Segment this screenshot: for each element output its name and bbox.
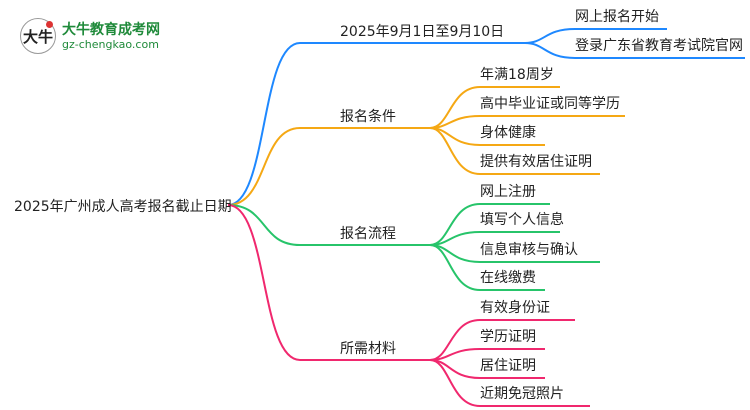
branch-connector [227,204,430,361]
logo: 大牛 大牛教育成考网 gz-chengkao.com [20,18,160,54]
logo-icon: 大牛 [20,18,56,54]
leaf-node: 提供有效居住证明 [480,154,592,170]
logo-mark-text: 大牛 [22,27,53,46]
leaf-node: 近期免冠照片 [480,386,564,402]
leaf-connector [429,86,560,129]
leaf-node: 高中毕业证或同等学历 [480,96,620,112]
branch-node: 2025年9月1日至9月10日 [340,24,505,40]
branch-node: 报名流程 [340,226,396,242]
leaf-node: 身体健康 [480,125,536,141]
leaf-connector [429,127,600,175]
leaf-node: 网上报名开始 [575,9,659,25]
leaf-node: 年满18周岁 [480,67,554,83]
leaf-node: 信息审核与确认 [480,242,578,258]
leaf-node: 填写个人信息 [480,212,564,228]
branch-connector [227,204,430,246]
branch-connector [227,127,430,206]
branch-node: 报名条件 [340,109,396,125]
leaf-connector [429,319,575,361]
leaf-node: 登录广东省教育考试院官网 [575,38,743,54]
leaf-connector [429,203,550,246]
leaf-node: 有效身份证 [480,300,550,316]
logo-name: 大牛教育成考网 [62,21,160,38]
leaf-node: 学历证明 [480,329,536,345]
leaf-node: 网上注册 [480,184,536,200]
leaf-connector [429,244,545,291]
leaf-connector [429,359,590,407]
leaf-node: 在线缴费 [480,270,536,286]
branch-connector [227,42,525,206]
leaf-connector [524,42,745,59]
root-node: 2025年广州成人高考报名截止日期 [14,199,232,215]
logo-url: gz-chengkao.com [62,37,159,51]
branch-node: 所需材料 [340,341,396,357]
leaf-node: 居住证明 [480,358,536,374]
